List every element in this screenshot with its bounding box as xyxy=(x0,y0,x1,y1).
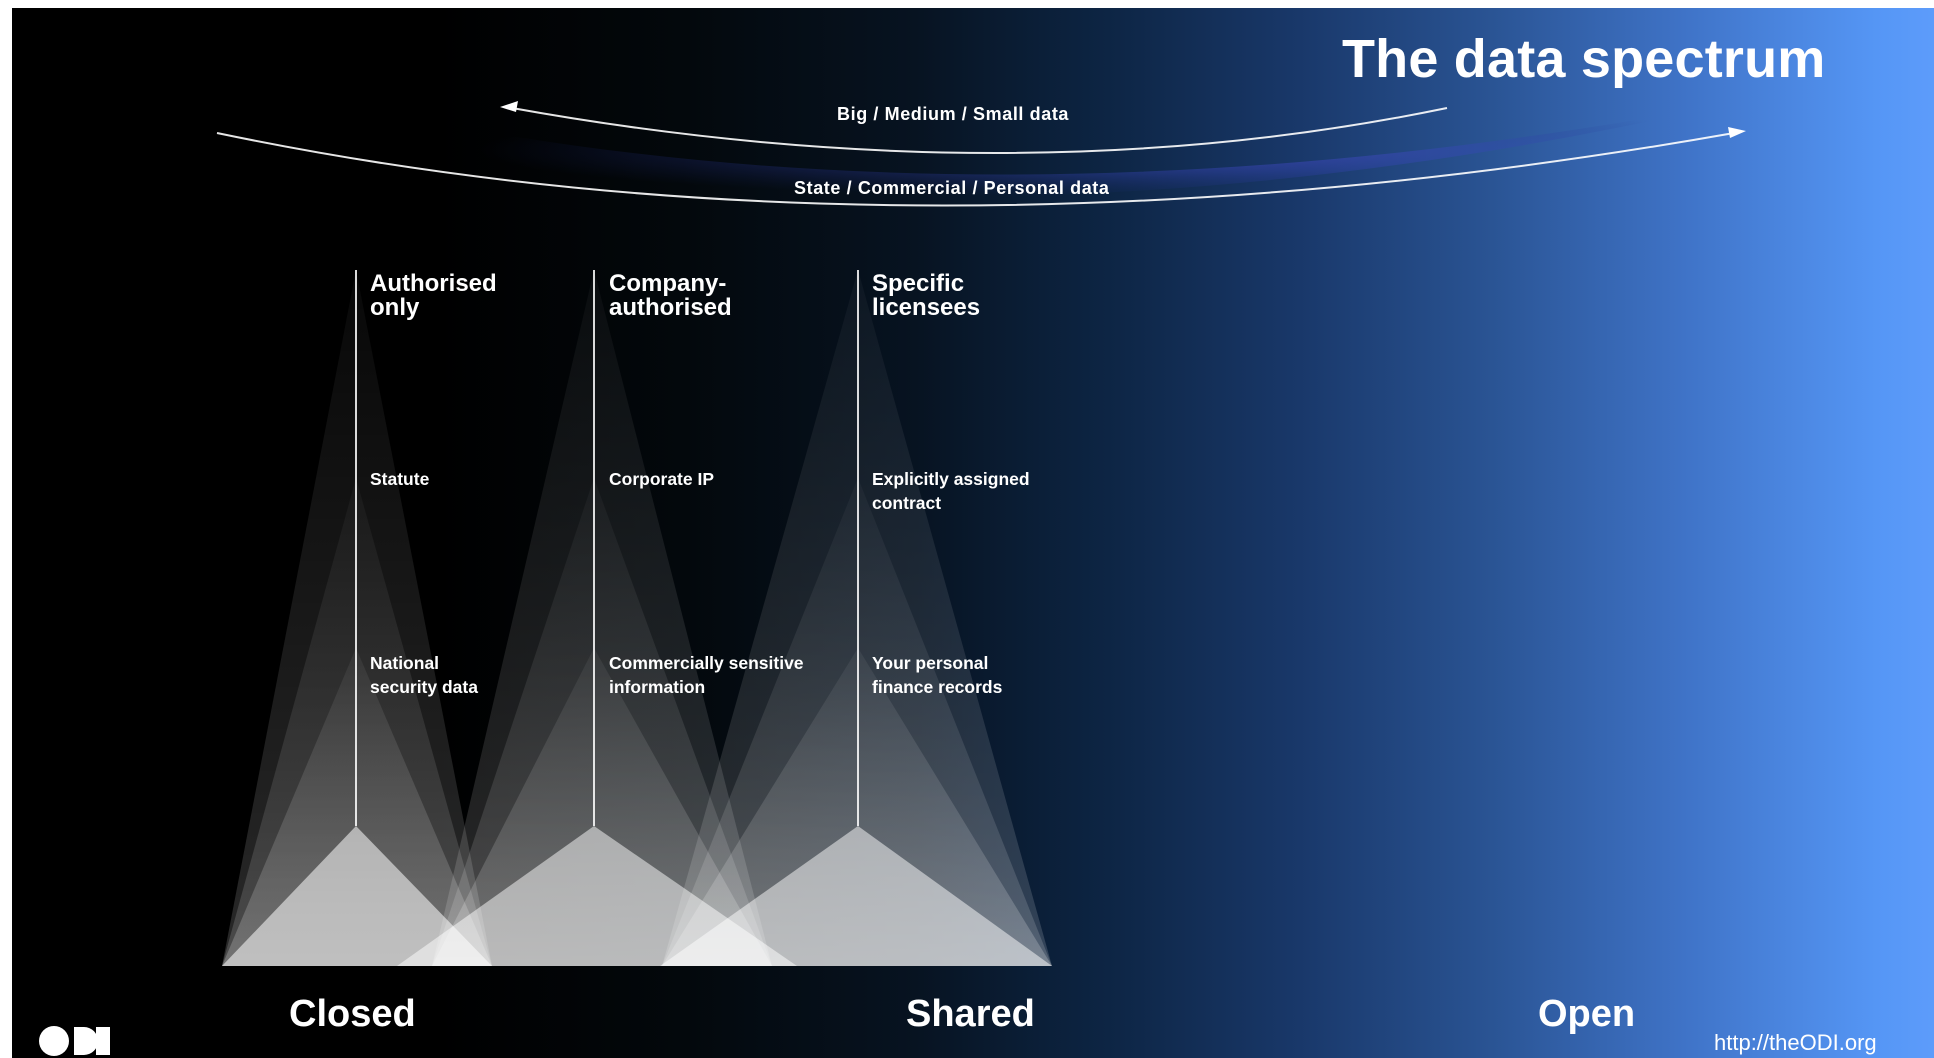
slide-title: The data spectrum xyxy=(1342,29,1826,89)
column-text-statute: Statute xyxy=(370,469,430,489)
column-text-personal-finance: Your personal finance records xyxy=(872,653,1003,697)
column-text-explicitly-assigned: Explicitly assigned contract xyxy=(872,469,1030,513)
arc-bottom-arrowhead-icon xyxy=(1728,127,1746,138)
arc-top-label: Big / Medium / Small data xyxy=(837,104,1070,124)
light-beams xyxy=(222,270,1052,966)
footer-url-link[interactable]: http://theODI.org xyxy=(1714,1030,1877,1055)
arc-glow xyxy=(412,103,1732,198)
spectrum-label-open: Open xyxy=(1538,993,1636,1035)
slide: The data spectrum Big / Medium / Small d… xyxy=(12,8,1934,1058)
spectrum-diagram xyxy=(216,101,1746,966)
spectrum-label-shared: Shared xyxy=(906,993,1035,1035)
column-text-national-security: National security data xyxy=(370,653,478,697)
column-heading-authorised-only: Authorised only xyxy=(370,270,497,321)
column-text-commercially-sensitive: Commercially sensitive information xyxy=(609,653,804,697)
column-lines xyxy=(355,270,859,826)
column-heading-specific-licensees: Specific licensees xyxy=(872,270,981,321)
column-heading-company-authorised: Company-authorised xyxy=(609,270,732,321)
arc-bottom-label: State / Commercial / Personal data xyxy=(794,178,1110,198)
odi-logo-icon xyxy=(39,1026,110,1056)
column-text-corporate-ip: Corporate IP xyxy=(609,469,715,489)
arc-bottom xyxy=(216,132,1735,207)
arc-top xyxy=(511,107,1448,154)
spectrum-label-closed: Closed xyxy=(289,993,416,1035)
arc-top-arrowhead-icon xyxy=(500,101,518,112)
